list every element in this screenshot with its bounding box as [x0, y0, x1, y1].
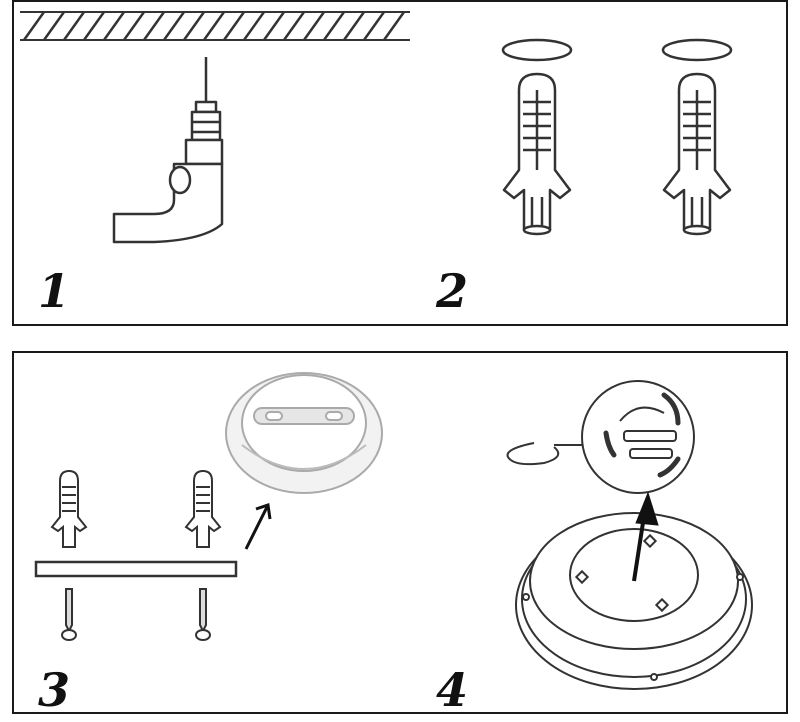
mounting-plate-icon	[225, 372, 383, 494]
arrow-icon-step4	[632, 491, 659, 582]
screw-icon-right	[195, 588, 211, 641]
step-number-3: 3	[38, 663, 71, 717]
instruction-panel-top: 1 2	[12, 0, 788, 326]
arrow-icon-step3	[244, 503, 272, 550]
ceiling-hatch	[20, 11, 410, 41]
step-number-4: 4	[436, 663, 469, 717]
snap-ring-icon	[506, 442, 582, 466]
ceiling-lamp-icon	[515, 512, 753, 690]
screw-icon-left	[61, 588, 77, 641]
anchor-icon-small-left	[50, 469, 88, 548]
instruction-panel-bottom: 3 4	[12, 351, 788, 714]
mounting-bar-icon	[34, 560, 238, 578]
wall-anchor-icon-right	[661, 38, 733, 236]
panel-bottom-illustrations	[34, 372, 753, 690]
drill-icon	[112, 57, 224, 244]
anchor-icon-small-right	[184, 469, 222, 548]
step-number-1: 1	[38, 264, 71, 318]
ceiling-base-disc-icon	[581, 380, 695, 494]
wall-anchor-icon-left	[501, 38, 573, 236]
step-number-2: 2	[436, 264, 469, 318]
panel-top-illustrations	[20, 11, 733, 244]
